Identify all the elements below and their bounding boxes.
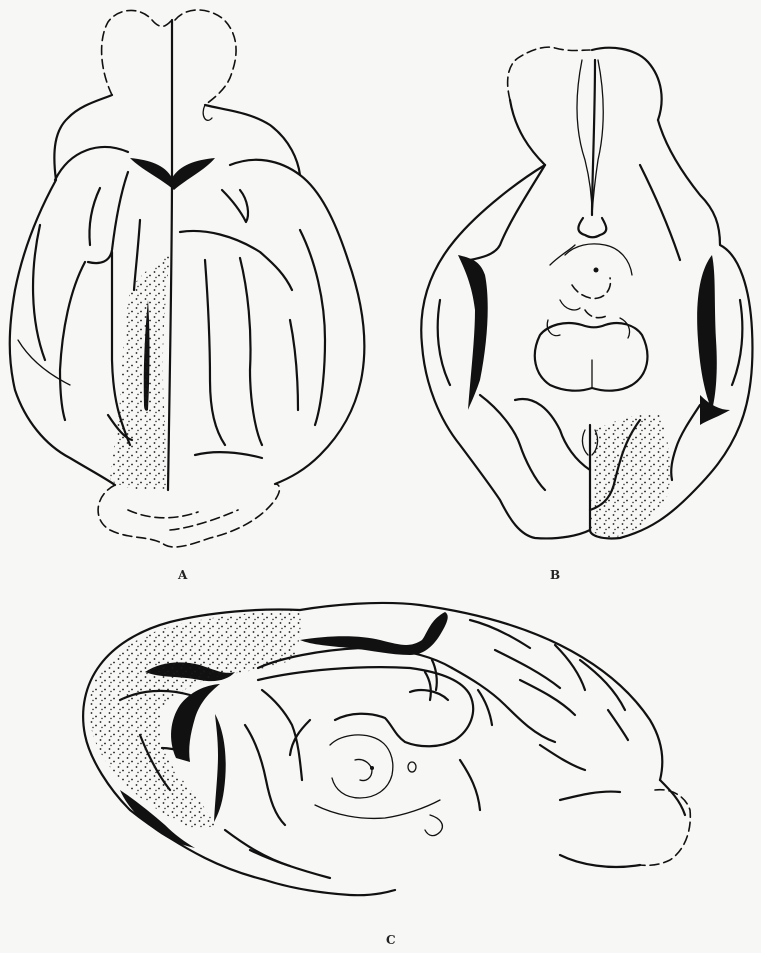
panel-b-pons (535, 323, 648, 391)
panel-c-corpus-callosum (258, 667, 473, 746)
panel-b-ventral-view (421, 47, 752, 538)
panel-b-optic-chiasm (578, 218, 606, 237)
panel-a-dorsal-view (10, 10, 365, 547)
panel-a-hemisphere-outline (10, 95, 365, 485)
panel-c-splenial-sulcus (300, 612, 448, 655)
panel-b-stippled-region (590, 414, 670, 537)
panel-c-cerebellum (640, 790, 690, 866)
panel-b-label: B (550, 568, 560, 582)
panel-a-olfactory-bulb-left (102, 10, 172, 95)
panel-a-olfactory-bulb-right (175, 10, 236, 105)
panel-b-olfactory-bulb-right (592, 48, 662, 120)
panel-a-label: A (178, 568, 187, 582)
panel-a-stippled-region (110, 255, 170, 490)
panel-c-medial-view (83, 603, 690, 895)
panel-c-label: C (386, 933, 396, 947)
